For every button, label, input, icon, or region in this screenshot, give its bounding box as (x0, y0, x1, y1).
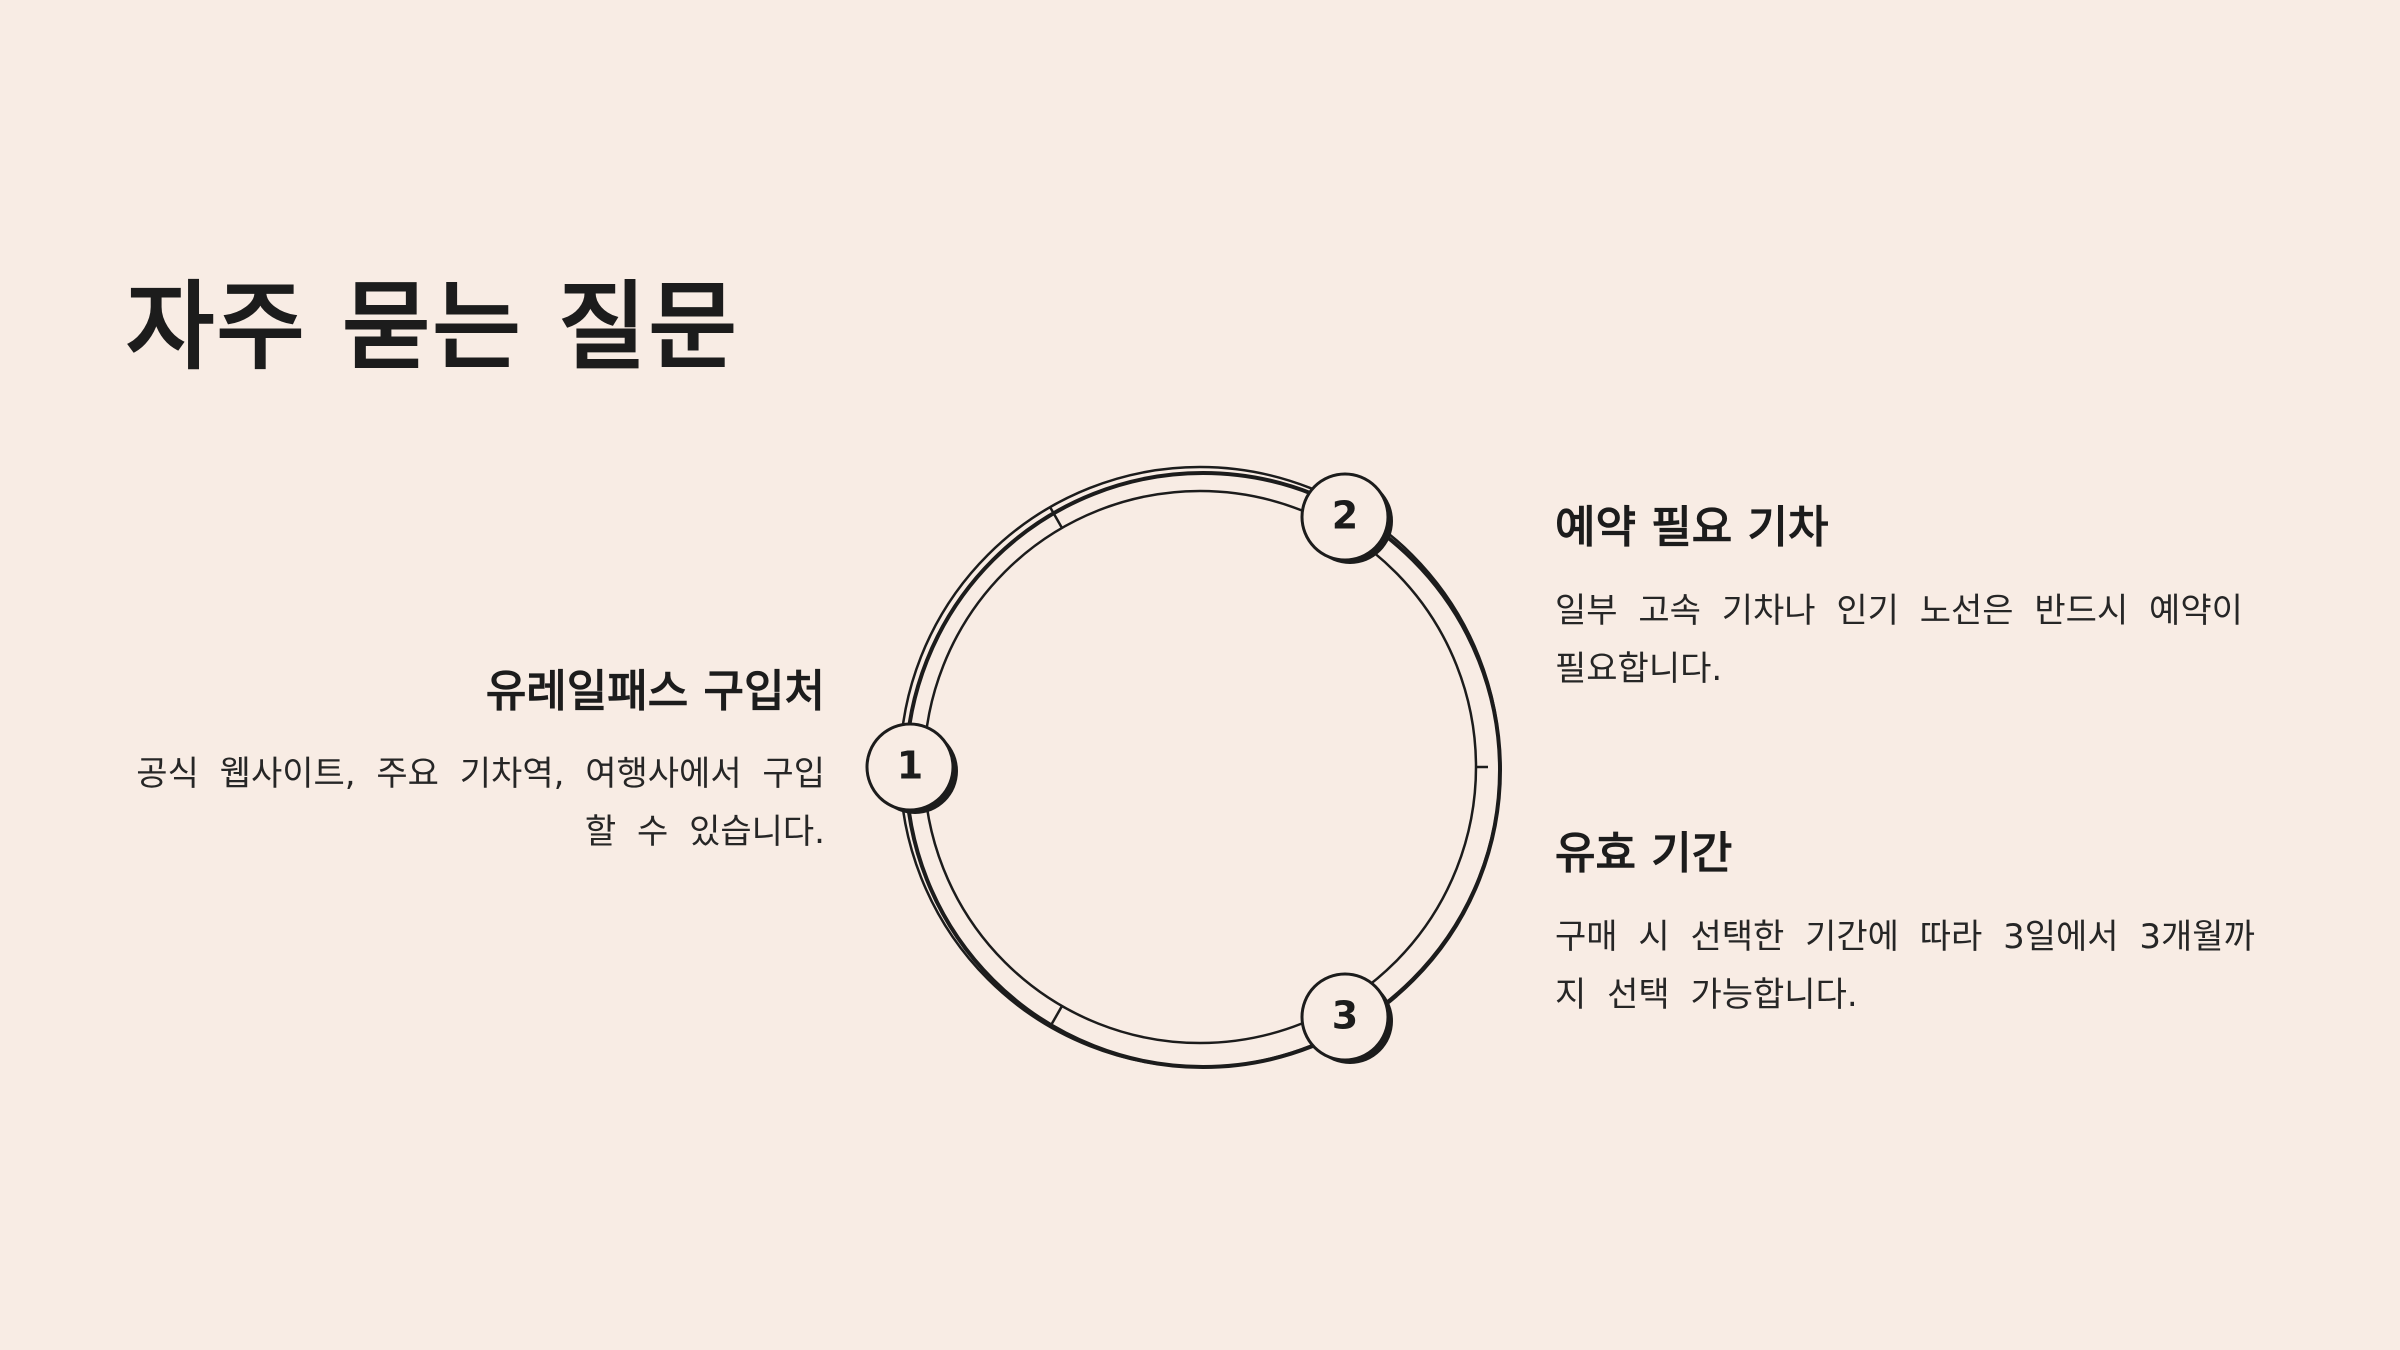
ring-divider (1048, 506, 1064, 529)
ring-divider (1048, 1005, 1064, 1028)
step-marker-1: 1 (865, 722, 958, 814)
step-number-3: 3 (1332, 994, 1358, 1038)
step-description-1: 공식 웹사이트, 주요 기차역, 여행사에서 구입할 수 있습니다. (136, 754, 825, 852)
page-title: 자주 묻는 질문 (126, 271, 739, 383)
step-description-2: 일부 고속 기차나 인기 노선은 반드시 예약이 필요합니다. (1555, 591, 2243, 689)
ring-inner (922, 489, 1478, 1045)
step-title-2: 예약 필요 기차 (1555, 502, 1829, 553)
ring-shadow (904, 471, 1502, 1069)
step-marker-2: 2 (1300, 472, 1393, 564)
step-marker-3: 3 (1300, 972, 1393, 1064)
step-number-2: 2 (1332, 494, 1358, 538)
step-title-3: 유효 기간 (1555, 828, 1733, 879)
step-description-3: 구매 시 선택한 기간에 따라 3일에서 3개월까지 선택 가능합니다. (1555, 917, 2255, 1015)
step-number-1: 1 (897, 744, 923, 788)
step-title-1: 유레일패스 구입처 (485, 666, 825, 717)
